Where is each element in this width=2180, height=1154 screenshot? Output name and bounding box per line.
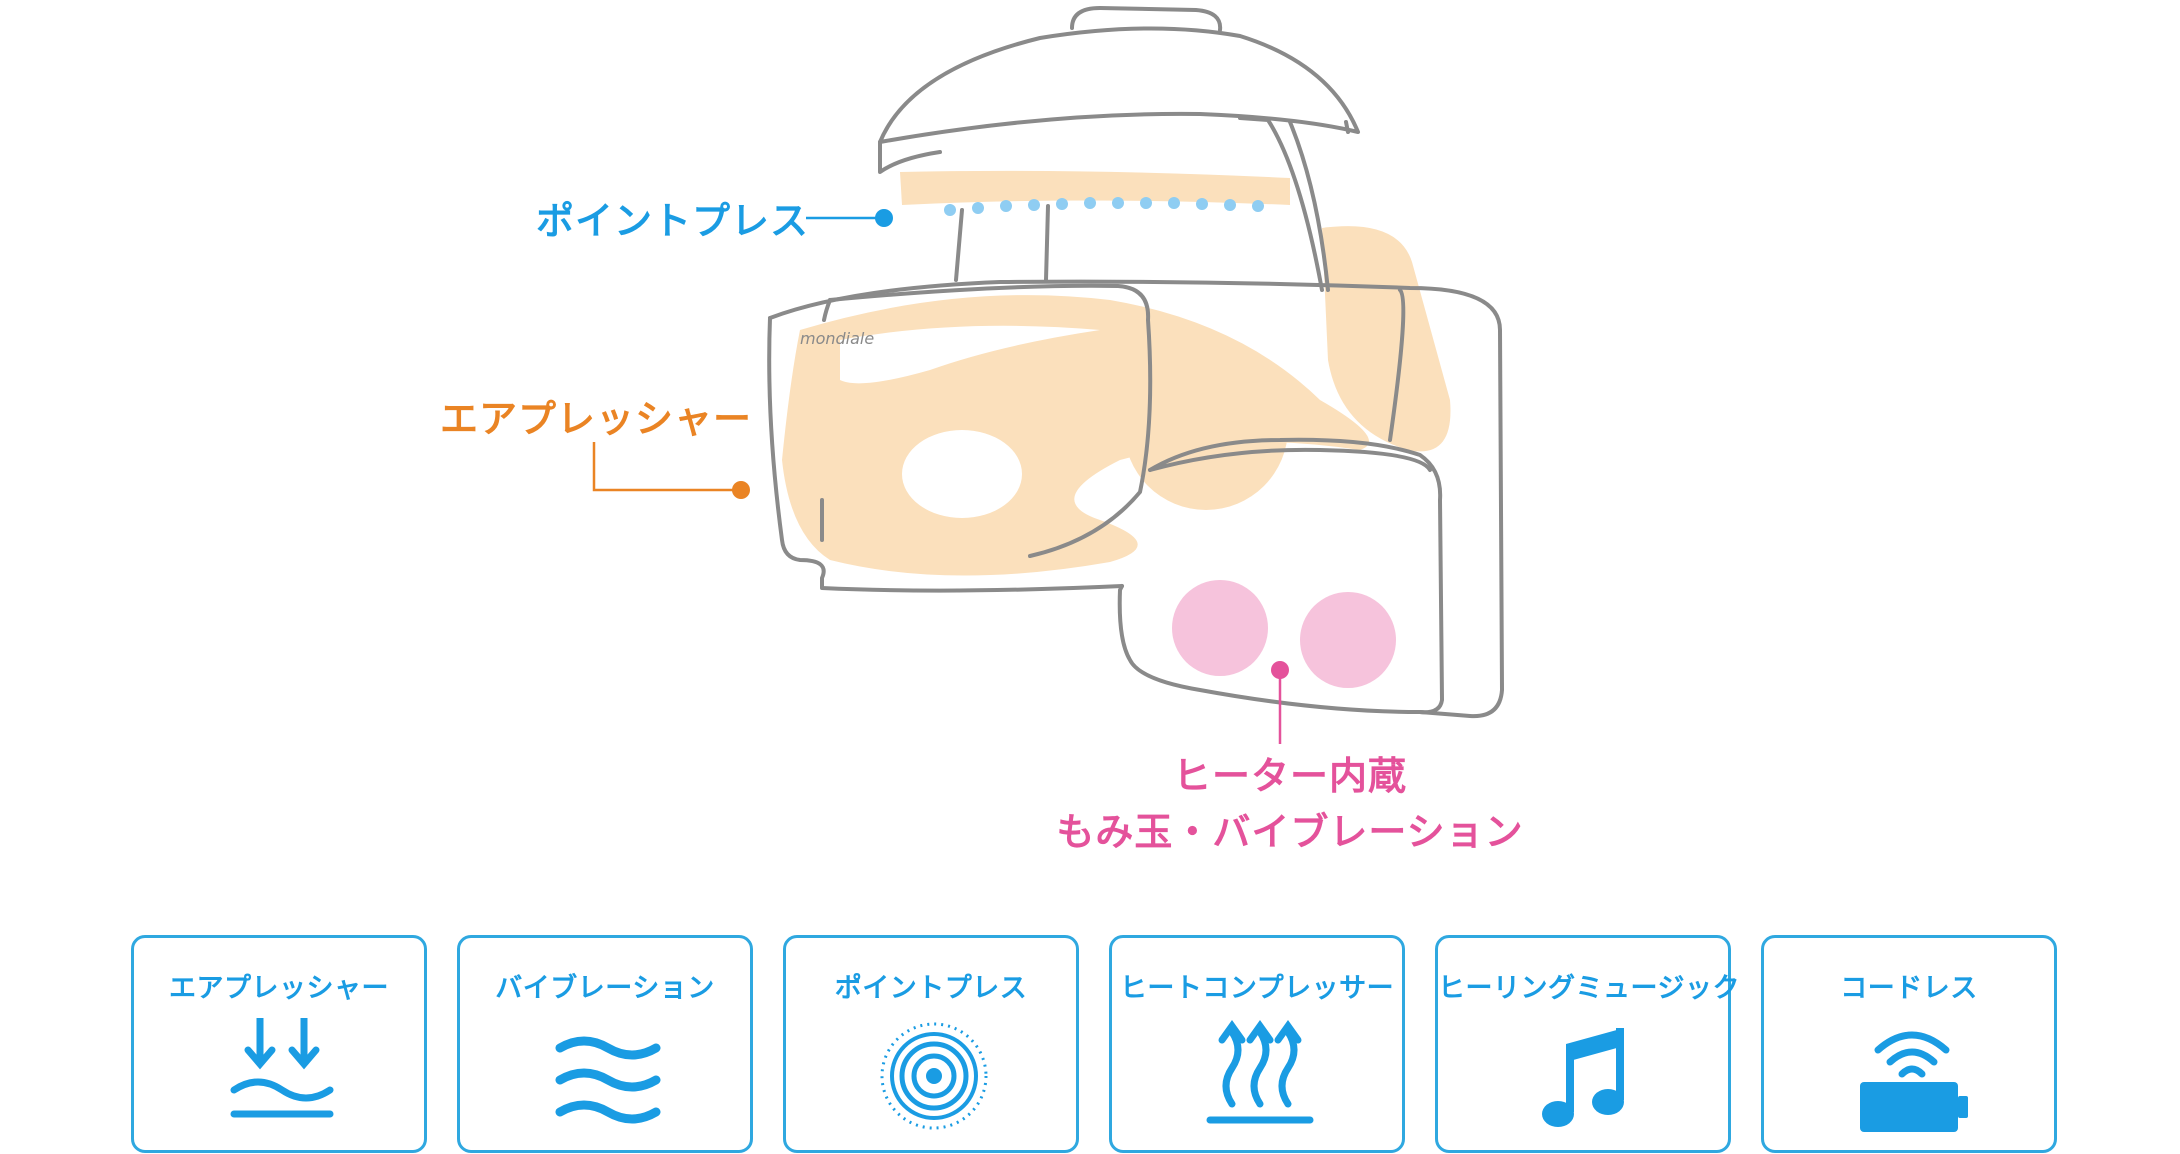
point-press-icon (880, 1022, 988, 1130)
heater-dot (1271, 661, 1289, 679)
callout-heater: ヒーター内蔵 もみ玉・バイブレーション (1010, 748, 1570, 860)
callout-point-press: ポイントプレス (536, 199, 810, 243)
point-press-dot (875, 209, 893, 227)
feature-card-heat: ヒートコンプレッサー (1109, 935, 1405, 1153)
feature-label: バイブレーション (495, 973, 715, 1004)
point-press-nodes (944, 197, 1264, 216)
feature-label: ヒートコンプレッサー (1119, 973, 1395, 1004)
heater-massage-balls (1172, 580, 1396, 688)
air-pressure-icon (230, 1018, 334, 1118)
beige-highlights (840, 325, 1100, 518)
device-outline (767, 6, 1504, 719)
brand-logo: mondiale (800, 329, 874, 348)
feature-card-air-pressure: エアプレッシャー (131, 935, 427, 1153)
air-pressure-leader (592, 442, 738, 492)
cordless-battery-icon (1860, 1031, 1968, 1132)
feature-card-vibration: バイブレーション (457, 935, 753, 1153)
vibration-waves-icon (555, 1036, 661, 1124)
heat-icon (1206, 1019, 1314, 1124)
callout-air-pressure: エアプレッシャー (440, 397, 753, 441)
callout-heater-line2: もみ玉・バイブレーション (1056, 810, 1524, 854)
feature-label: ポイントプレス (834, 973, 1028, 1004)
feature-label: エアプレッシャー (169, 973, 389, 1004)
callout-heater-line1: ヒーター内蔵 (1172, 754, 1407, 798)
feature-card-music: ヒーリングミュージック (1435, 935, 1740, 1153)
feature-card-cordless: コードレス (1761, 935, 2057, 1153)
leader-lines (592, 216, 1282, 744)
music-note-icon (1542, 1028, 1624, 1127)
feature-card-point-press: ポイントプレス (783, 935, 1079, 1153)
air-pressure-dot (732, 481, 750, 499)
feature-label: ヒーリングミュージック (1438, 973, 1740, 1004)
feature-label: コードレス (1840, 973, 1978, 1004)
